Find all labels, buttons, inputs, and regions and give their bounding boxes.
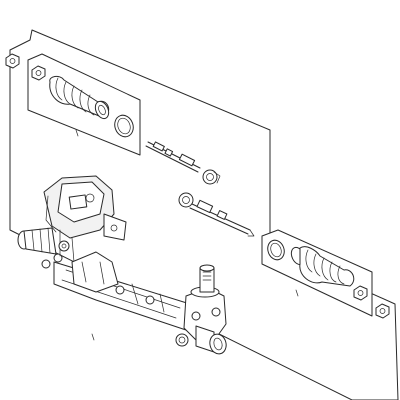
gear-right-port-icon: [175, 325, 227, 355]
boot-kit-left-leader: [75, 129, 79, 137]
boot-kit-right-clamp-icon: [267, 239, 285, 261]
mounting-nut-right: [375, 303, 390, 319]
gear-left-housing-icon: [17, 227, 63, 269]
boot-kit-left-bellows-icon: [49, 75, 110, 120]
boot-kit-right-leader: [295, 289, 299, 297]
boot-kit-left-clamp-icon: [114, 114, 134, 138]
steering-gear-assembly: [17, 175, 227, 355]
mounting-nut-left: [5, 53, 20, 69]
boot-kit-right-nut-icon: [353, 285, 368, 301]
boot-kit-left-nut-icon: [31, 65, 46, 81]
inner-tie-rod-upper: [145, 141, 221, 185]
gear-rack-tube-icon: [53, 251, 197, 331]
gear-motor-unit-icon: [43, 175, 127, 263]
gear-pinion-housing-icon: [183, 264, 227, 341]
boot-kit-right: [261, 229, 373, 317]
boot-kit-right-bellows-icon: [290, 246, 355, 287]
inner-tie-rod-lower: [178, 192, 255, 237]
boot-kit-left: [27, 53, 141, 156]
steering-gear-leader: [91, 333, 95, 341]
